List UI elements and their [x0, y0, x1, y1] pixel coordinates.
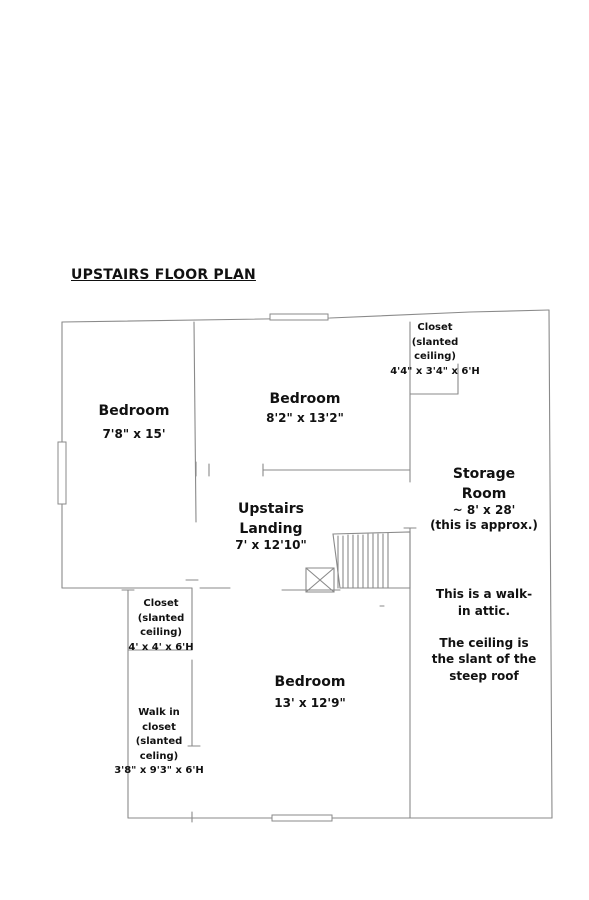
closet-label: celing): [139, 750, 179, 762]
closet-label: (slanted: [411, 336, 459, 348]
room-dimensions: 7'8" x 15': [102, 426, 166, 441]
room-name: Bedroom: [269, 391, 341, 407]
room-dimensions: 7' x 12'10": [235, 538, 307, 552]
wall-closet-ticks: [121, 579, 199, 591]
window-top: [269, 313, 329, 321]
room-dimensions: 4'4" x 3'4" x 6'H: [390, 365, 480, 377]
closet-label: ceiling): [414, 351, 456, 362]
room-closet-top: Closet (slanted ceiling) 4'4" x 3'4" x 6…: [384, 321, 486, 379]
wall-outer-top: [61, 309, 550, 323]
stairwell-outline: [332, 531, 411, 589]
note-line: steep roof: [449, 669, 519, 684]
room-dimensions: 8'2" x 13'2": [266, 410, 344, 425]
note-line: The ceiling is: [439, 635, 529, 650]
wall-bedroom-divider: [193, 321, 197, 523]
room-bedroom-bottom: Bedroom 13' x 12'9": [250, 674, 370, 711]
closet-label: Closet: [417, 322, 453, 333]
note-line: in attic.: [457, 603, 511, 618]
closet-label: ceiling): [140, 627, 182, 638]
room-closet-mid: Closet (slanted ceiling) 4' x 4' x 6'H: [122, 597, 200, 655]
room-dimensions: 13' x 12'9": [274, 695, 346, 710]
plan-title: UPSTAIRS FLOOR PLAN: [71, 267, 256, 283]
stair-box-hatch: [305, 567, 335, 593]
room-name: Bedroom: [274, 674, 346, 690]
closet-label: (slanted: [135, 736, 183, 747]
closet-label: Closet: [143, 598, 179, 609]
room-dimensions: ~ 8' x 28': [452, 503, 516, 517]
room-name: Upstairs: [238, 501, 304, 517]
window-bottom: [271, 814, 333, 822]
room-bedroom-top: Bedroom 8'2" x 13'2": [245, 391, 365, 426]
room-bedroom-left: Bedroom 7'8" x 15': [86, 403, 182, 442]
room-name: Storage: [452, 466, 516, 482]
room-walkin-closet: Walk in closet (slanted celing) 3'8" x 9…: [110, 706, 208, 779]
attic-note: This is a walk- in attic. The ceiling is…: [420, 586, 548, 685]
closet-label: closet: [142, 721, 176, 733]
note-line: the slant of the: [431, 652, 537, 667]
room-dimensions: 4' x 4' x 6'H: [128, 641, 194, 653]
room-note: (this is approx.): [430, 518, 538, 532]
room-name: Room: [461, 485, 507, 502]
wall-outer-right: [548, 309, 553, 819]
window-left: [57, 441, 67, 505]
room-upstairs-landing: Upstairs Landing 7' x 12'10": [218, 501, 324, 553]
room-name: Landing: [239, 520, 303, 537]
room-dimensions: 3'8" x 9'3" x 6'H: [114, 765, 204, 776]
room-storage: Storage Room ~ 8' x 28' (this is approx.…: [420, 466, 548, 533]
room-name: Bedroom: [98, 403, 170, 419]
closet-label: (slanted: [137, 612, 185, 624]
note-line: This is a walk-: [435, 587, 533, 601]
closet-label: Walk in: [138, 707, 180, 718]
